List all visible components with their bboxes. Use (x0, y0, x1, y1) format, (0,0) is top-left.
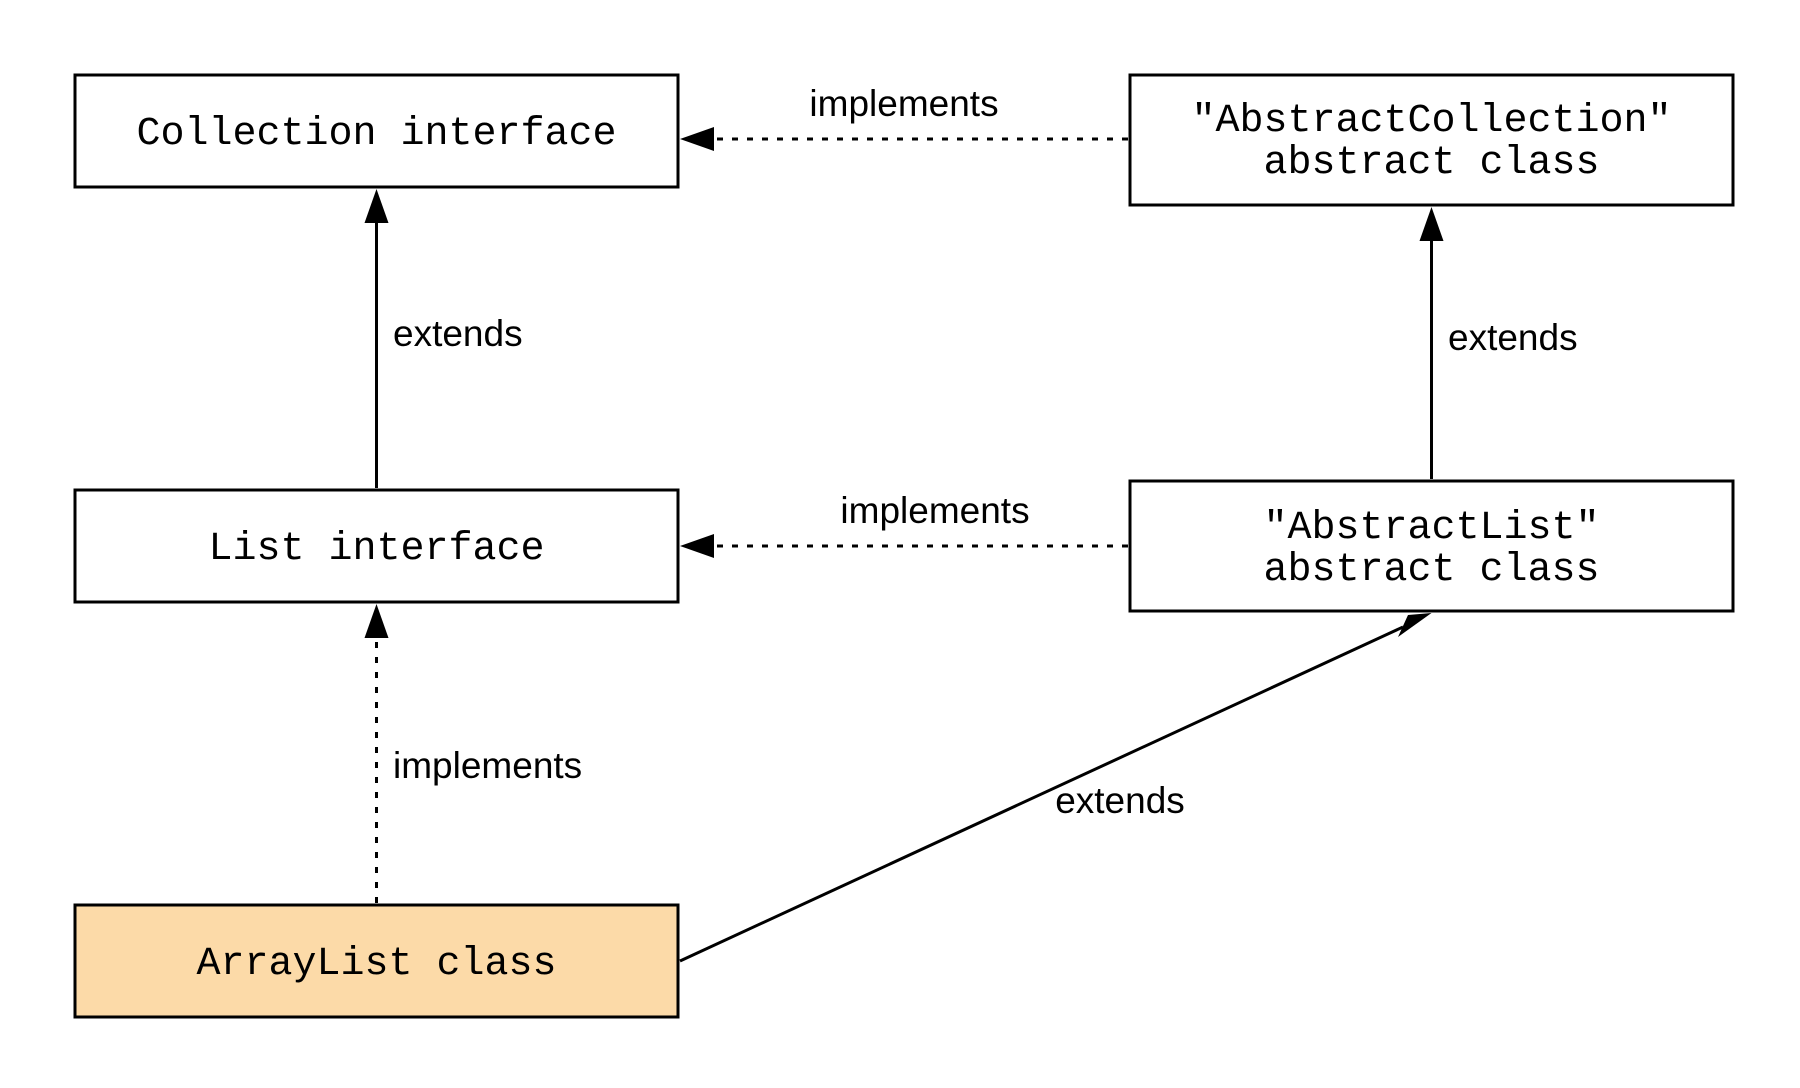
arraylist-class-label: ArrayList class (196, 942, 556, 987)
arrowhead-icon (680, 127, 714, 151)
edge-label: extends (1448, 317, 1578, 358)
arrowhead-icon (680, 534, 714, 558)
edge-label: implements (393, 745, 582, 786)
edge-label: extends (1055, 780, 1185, 821)
edge-arraylist-extends-abstract-list: extends (679, 613, 1432, 963)
abstract-list-label-line1: "AbstractList" (1263, 506, 1599, 551)
abstract-collection-box (1128, 73, 1735, 207)
arrowhead-icon (1419, 207, 1444, 241)
list-interface-box (73, 488, 680, 604)
arrowhead-icon (1398, 613, 1432, 637)
edge-list-extends-collection: extends (364, 189, 523, 488)
edge-label: extends (393, 313, 523, 354)
edge-label: implements (809, 83, 998, 124)
edge-label: implements (840, 490, 1029, 531)
edge-abstract-list-implements-list: implements (680, 490, 1128, 558)
arrowhead-icon (364, 604, 389, 638)
edge-abstract-list-extends-abstract-collection: extends (1419, 207, 1578, 479)
edge-line (679, 625, 1404, 963)
arrowhead-icon (364, 189, 389, 223)
abstract-collection-label-line1: "AbstractCollection" (1191, 99, 1671, 144)
abstract-list-box (1128, 479, 1735, 613)
abstract-list-node[interactable]: "AbstractList" abstract class (1128, 479, 1735, 613)
abstract-list-label-line2: abstract class (1263, 548, 1599, 593)
abstract-collection-label-line2: abstract class (1263, 141, 1599, 186)
arraylist-class-box (73, 903, 680, 1019)
arraylist-class-node[interactable]: ArrayList class (73, 903, 680, 1019)
collection-interface-node[interactable]: Collection interface (73, 73, 680, 189)
edge-arraylist-implements-list: implements (364, 604, 582, 903)
edge-abstract-collection-implements-collection: implements (680, 83, 1128, 151)
collection-interface-box (73, 73, 680, 189)
abstract-collection-node[interactable]: "AbstractCollection" abstract class (1128, 73, 1735, 207)
list-interface-label: List interface (208, 527, 544, 572)
list-interface-node[interactable]: List interface (73, 488, 680, 604)
collection-interface-label: Collection interface (136, 112, 616, 157)
